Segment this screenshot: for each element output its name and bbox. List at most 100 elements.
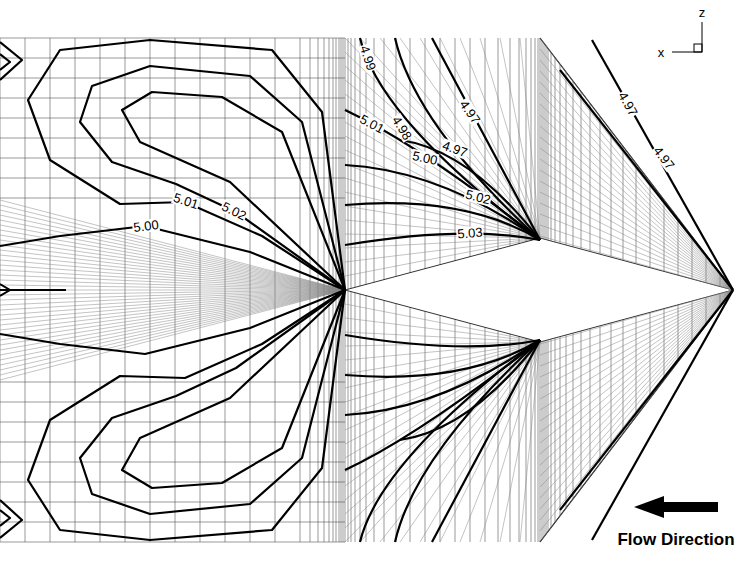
- mesh-line: [360, 38, 361, 286]
- mesh-line: [0, 138, 345, 139]
- mesh-line: [540, 159, 733, 290]
- mesh-line: [0, 290, 345, 325]
- mesh-line: [540, 181, 733, 290]
- contour-line: [122, 92, 345, 290]
- mesh-line: [540, 236, 733, 290]
- mesh-line: [0, 482, 345, 483]
- contour-line: [345, 335, 540, 346]
- mesh-line: [560, 337, 561, 516]
- mesh-line: [540, 290, 733, 421]
- contour-line: [560, 290, 733, 510]
- contour-value: 4.97: [457, 97, 483, 127]
- mesh-line: [345, 342, 540, 416]
- mesh-line: [544, 43, 545, 239]
- mesh-line: [540, 137, 733, 290]
- mesh-line: [590, 103, 591, 251]
- mesh-line: [573, 333, 574, 499]
- mesh-line: [0, 290, 345, 300]
- contour-line: [345, 234, 540, 245]
- mesh-line: [0, 240, 345, 290]
- mesh-line: [400, 342, 540, 542]
- mesh-line: [0, 58, 345, 59]
- mesh-line: [396, 38, 397, 276]
- mesh-line: [540, 290, 733, 443]
- mesh-line: [531, 340, 532, 542]
- mesh-line: [566, 72, 567, 245]
- mesh-line: [0, 542, 345, 543]
- mesh-line: [348, 38, 349, 289]
- mesh-line: [345, 164, 540, 238]
- contour-value: 4.97: [616, 89, 641, 119]
- contour-value: 5.01: [357, 112, 387, 136]
- mesh-line: [384, 300, 385, 542]
- mesh-line: [519, 38, 520, 244]
- mesh-line: [0, 290, 345, 380]
- mesh-line: [531, 38, 532, 240]
- contour-line: [0, 226, 345, 290]
- mesh-line: [0, 290, 345, 370]
- mesh-line: [0, 255, 345, 290]
- axis-label: x: [657, 46, 666, 59]
- mesh-line: [0, 235, 345, 290]
- mesh-line: [540, 93, 733, 290]
- axis-corner: [694, 44, 702, 52]
- contour-lines-mirror: [0, 284, 733, 542]
- mesh-line: [540, 290, 733, 377]
- contour-value: 4.97: [650, 143, 677, 173]
- mesh-line: [0, 205, 345, 290]
- contour-value: 5.00: [410, 149, 439, 167]
- mesh-line: [0, 462, 345, 463]
- mesh-line: [540, 126, 733, 290]
- mesh-line: [345, 342, 540, 388]
- mesh-line: [540, 38, 733, 290]
- flow-arrow: [634, 496, 718, 518]
- mesh-line: [560, 64, 561, 243]
- contour-line: [432, 340, 540, 542]
- mesh-line: [540, 290, 733, 542]
- mesh-line: [581, 331, 582, 489]
- contour-line: [395, 340, 540, 542]
- mesh-line: [540, 115, 733, 290]
- contour-line: [122, 290, 345, 488]
- mesh-line: [540, 192, 733, 290]
- mesh-line: [611, 131, 612, 257]
- mesh-line: [555, 338, 556, 522]
- mesh-line: [535, 341, 536, 542]
- contour-line: [592, 290, 733, 540]
- mesh-line: [0, 382, 345, 383]
- contour-line: [0, 290, 345, 354]
- mesh-line: [0, 290, 345, 375]
- contour-line: [560, 70, 733, 290]
- mesh-line: [542, 41, 543, 239]
- contour-line: [28, 290, 345, 540]
- mesh-line: [540, 290, 733, 542]
- mesh-line: [0, 290, 345, 345]
- mesh-line: [555, 58, 556, 242]
- mesh-line: [470, 323, 471, 542]
- mesh-line: [611, 323, 612, 449]
- contour-value: 4.98: [389, 113, 414, 143]
- mesh-line: [0, 290, 345, 320]
- mesh-line: [0, 290, 345, 310]
- mesh-line: [540, 203, 733, 290]
- mesh-line: [540, 342, 541, 542]
- mesh-line: [535, 38, 536, 239]
- contour-line: [0, 42, 22, 80]
- mesh-line: [0, 230, 345, 290]
- mesh-line: [510, 334, 511, 542]
- contour-lines: [0, 290, 733, 542]
- mesh-line: [366, 38, 367, 284]
- mesh-line: [544, 341, 545, 537]
- mesh-line: [0, 280, 345, 290]
- mesh-line: [396, 304, 397, 542]
- mesh-line: [548, 340, 549, 532]
- contour-line: [0, 500, 22, 538]
- mesh-line: [600, 326, 601, 464]
- mesh-line: [590, 329, 591, 477]
- mesh-line: [540, 290, 733, 520]
- mesh-line: [600, 116, 601, 254]
- contour-value: 5.03: [456, 225, 484, 240]
- contour-line: [395, 38, 540, 240]
- mesh-line: [540, 290, 733, 399]
